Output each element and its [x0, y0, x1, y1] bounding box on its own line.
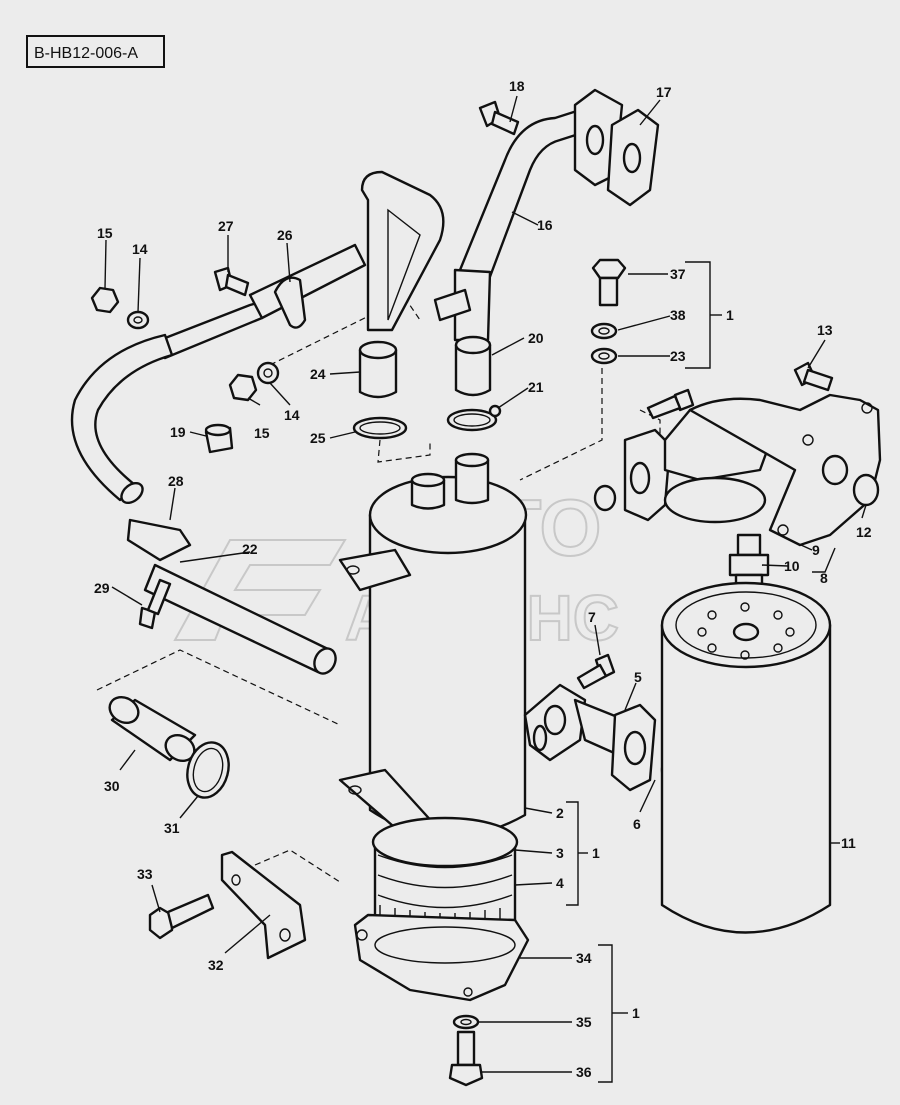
- washer-38: [590, 322, 618, 340]
- callout-13: 13: [817, 322, 833, 338]
- callout-4: 4: [556, 875, 564, 891]
- callout-22: 22: [242, 541, 258, 557]
- callout-17: 17: [656, 84, 672, 100]
- washer-23: [590, 347, 618, 365]
- callout-9: 9: [812, 542, 820, 558]
- o-ring-8: [593, 484, 617, 512]
- bracket-32: [220, 850, 307, 960]
- callout-6: 6: [633, 816, 641, 832]
- bolt-36: [448, 1030, 484, 1087]
- callout-12: 12: [856, 524, 872, 540]
- callout-20: 20: [528, 330, 544, 346]
- callout-32: 32: [208, 957, 224, 973]
- callout-23: 23: [670, 348, 686, 364]
- bolt-33: [148, 893, 215, 940]
- filter-head-9: [623, 393, 882, 547]
- callout-25: 25: [310, 430, 326, 446]
- gasket-34: [353, 913, 530, 1002]
- sleeve-20: [454, 335, 492, 397]
- callout-3: 3: [556, 845, 564, 861]
- bolt-upper-head: [646, 388, 695, 420]
- callout-18: 18: [509, 78, 525, 94]
- diagram-code-box: B-HB12-006-A: [26, 35, 165, 68]
- bolt-27: [213, 266, 250, 297]
- leader-lines: [104, 95, 867, 1083]
- washer-35: [452, 1014, 480, 1030]
- nut-15-mid: [228, 373, 258, 402]
- callout-30: 30: [104, 778, 120, 794]
- hose-30: [108, 695, 197, 763]
- callout-16: 16: [537, 217, 553, 233]
- u-bend-tube: [360, 108, 587, 342]
- flange-17: [573, 88, 660, 207]
- callout-34: 34: [576, 950, 592, 966]
- callout-5: 5: [634, 669, 642, 685]
- callout-2: 2: [556, 805, 564, 821]
- oil-cooler-body: [338, 452, 528, 847]
- callout-33: 33: [137, 866, 153, 882]
- callout-14-mid: 14: [284, 407, 300, 423]
- clamp-21: [446, 404, 502, 432]
- bolt-37: [591, 258, 627, 307]
- callout-8: 8: [820, 570, 828, 586]
- callout-24: 24: [310, 366, 326, 382]
- callout-7: 7: [588, 609, 596, 625]
- callout-1-c: 1: [632, 1005, 640, 1021]
- callout-26: 26: [277, 227, 293, 243]
- spacer-19: [204, 423, 234, 454]
- bolt-29: [138, 578, 172, 630]
- clamp-26: [273, 276, 307, 329]
- callout-36: 36: [576, 1064, 592, 1080]
- elbow-5: [523, 683, 657, 792]
- bolt-13: [793, 361, 834, 392]
- callout-1-a: 1: [726, 307, 734, 323]
- callout-15-top: 15: [97, 225, 113, 241]
- callout-10: 10: [784, 558, 800, 574]
- diagram-code: B-HB12-006-A: [34, 45, 138, 62]
- bolt-7: [576, 653, 616, 690]
- callout-21: 21: [528, 379, 544, 395]
- callout-31: 31: [164, 820, 180, 836]
- long-pipe-assembly: [70, 243, 367, 675]
- oil-filter-11: [660, 581, 832, 934]
- washer-14-mid: [256, 361, 280, 385]
- bolt-18: [478, 100, 520, 136]
- nut-15-top: [90, 286, 120, 314]
- sleeve-24: [358, 340, 398, 399]
- callout-29: 29: [94, 580, 110, 596]
- callout-28: 28: [168, 473, 184, 489]
- callout-14-top: 14: [132, 241, 148, 257]
- clamp-31: [186, 741, 230, 799]
- callout-38: 38: [670, 307, 686, 323]
- washer-14-top: [126, 310, 150, 330]
- o-ring-12: [852, 473, 880, 507]
- callout-11: 11: [841, 835, 856, 851]
- callouts: 18 17 16 15 14 27 26 37 38 23 1 20 24 21…: [94, 78, 872, 1080]
- callout-27: 27: [218, 218, 234, 234]
- callout-1-b: 1: [592, 845, 600, 861]
- callout-37: 37: [670, 266, 686, 282]
- callout-19: 19: [170, 424, 186, 440]
- callout-15-mid: 15: [254, 425, 270, 441]
- callout-35: 35: [576, 1014, 592, 1030]
- clamp-25: [352, 416, 408, 440]
